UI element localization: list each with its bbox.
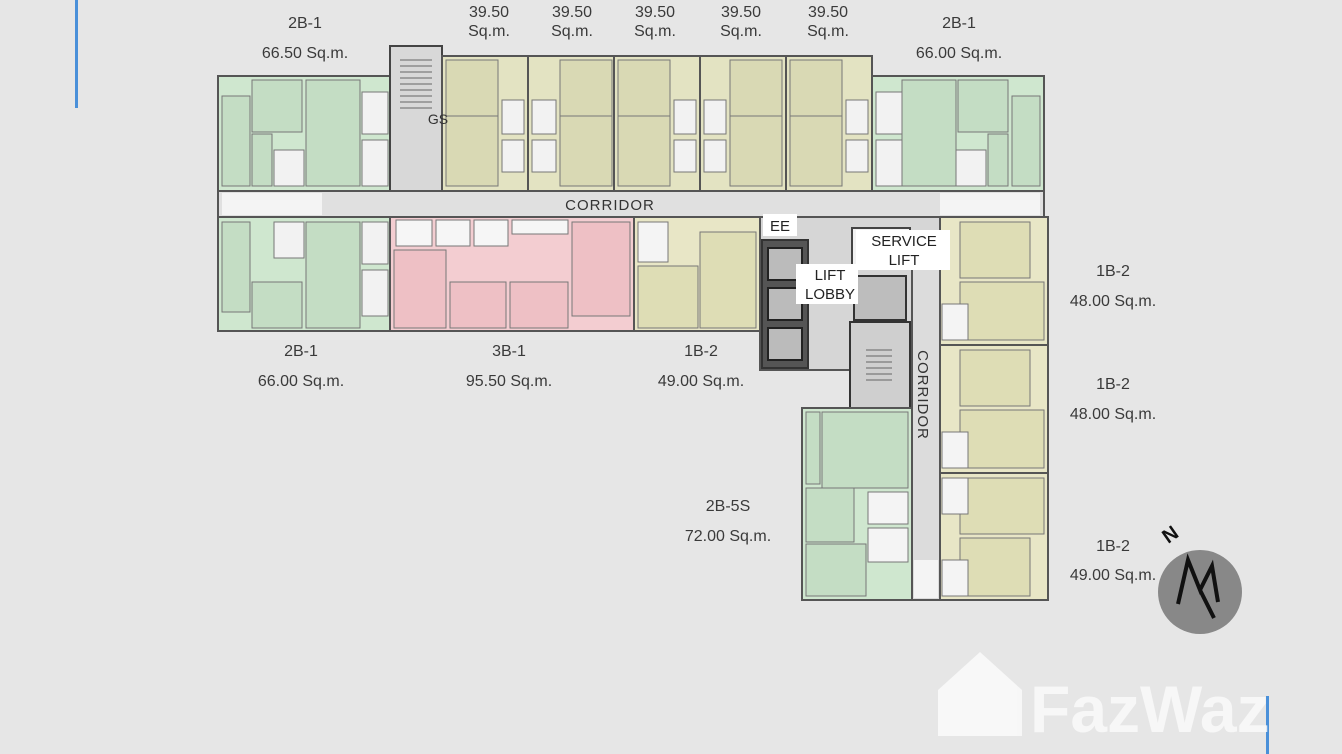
label-top-right-type: 2B-1 [942,15,976,32]
label-studio-1-unit: Sq.m. [468,23,510,40]
label-top-left-type: 2B-1 [288,15,322,32]
label-right-2-area: 48.00 Sq.m. [1069,406,1157,423]
service-lift-label-2: LIFT [889,252,920,269]
stair-treads [400,59,432,109]
label-right-1-area: 48.00 Sq.m. [1069,293,1157,310]
label-studio-2-unit: Sq.m. [551,23,593,40]
watermark: FazWaz [938,652,1270,746]
label-right-3-type: 1B-2 [1096,538,1130,555]
label-studio-3-area: 39.50 [634,4,676,21]
label-bottom-left-type: 2B-1 [284,343,318,360]
label-bottom-1b-type: 1B-2 [684,343,718,360]
accent-line-top-left [75,0,78,108]
compass-arrow-icon [1176,553,1220,619]
stair-core-mid [849,321,911,409]
label-right-1-type: 1B-2 [1096,263,1130,280]
label-studio-2-area: 39.50 [551,4,593,21]
label-bottom-mid-area: 95.50 Sq.m. [465,373,553,390]
label-wing-type: 2B-5S [705,498,751,515]
label-top-left-area: 66.50 Sq.m. [261,45,349,62]
label-bottom-mid-type: 3B-1 [492,343,526,360]
ee-label: EE [770,218,790,235]
label-right-3-area: 49.00 Sq.m. [1069,567,1157,584]
label-top-right-area: 66.00 Sq.m. [915,45,1003,62]
label-studio-4-area: 39.50 [720,4,762,21]
lift-lobby-label-2: LOBBY [805,286,855,303]
label-studio-3-unit: Sq.m. [634,23,676,40]
label-studio-1-area: 39.50 [468,4,510,21]
label-right-2-type: 1B-2 [1096,376,1130,393]
label-studio-4-unit: Sq.m. [720,23,762,40]
label-bottom-left-area: 66.00 Sq.m. [257,373,345,390]
compass-north-label: N [1158,522,1182,548]
corridor-main [217,190,1045,218]
lift-lobby-label-1: LIFT [815,267,846,284]
corridor-vertical-label: CORRIDOR [914,350,931,440]
label-studio-5-unit: Sq.m. [807,23,849,40]
accent-line-bottom-right [1266,696,1269,754]
label-studio-5-area: 39.50 [807,4,849,21]
watermark-text: FazWaz [1030,672,1270,746]
stair-core-top [389,45,443,192]
watermark-house-icon [938,652,1022,736]
label-bottom-1b-area: 49.00 Sq.m. [657,373,745,390]
corridor-main-label: CORRIDOR [565,197,655,214]
label-wing-area: 72.00 Sq.m. [684,528,772,545]
service-lift-label-1: SERVICE [871,233,937,250]
gs-label: GS [428,111,448,127]
